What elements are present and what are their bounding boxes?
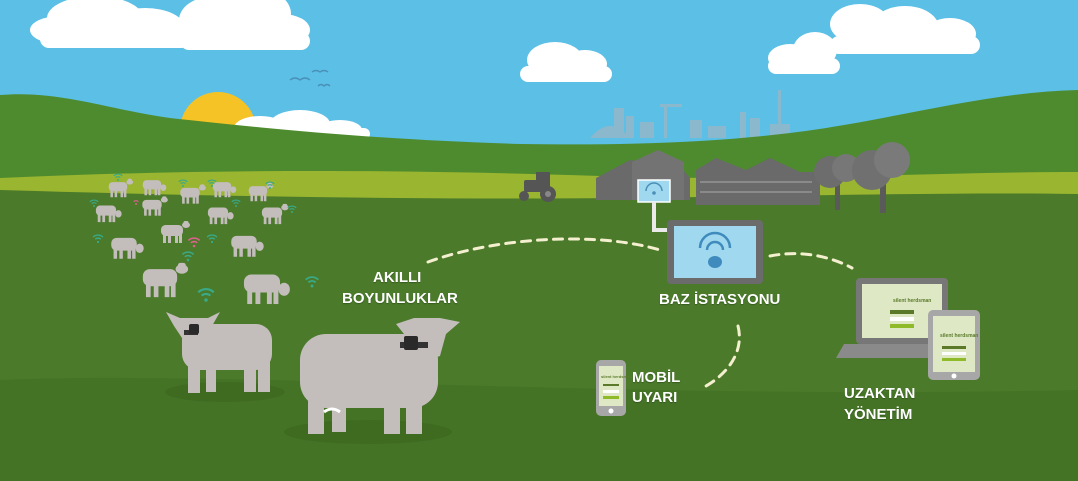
clouds bbox=[30, 0, 980, 82]
birds bbox=[289, 69, 331, 87]
cloud-2 bbox=[179, 0, 310, 50]
smart-collars-label-line2: BOYUNLUKLAR bbox=[342, 290, 458, 307]
base-station-label: BAZ İSTASYONU bbox=[659, 291, 781, 308]
mobile-alert-label-line2: UYARI bbox=[632, 389, 678, 406]
cloud-1 bbox=[30, 0, 190, 48]
remote-management-label-line2: YÖNETİM bbox=[844, 406, 913, 423]
cloud-4 bbox=[768, 32, 840, 74]
tractor bbox=[519, 172, 556, 202]
smart-collars-label-line1: AKILLI bbox=[373, 269, 422, 286]
cloud-3 bbox=[520, 42, 612, 82]
front-cow-2 bbox=[284, 318, 460, 444]
city-skyline bbox=[590, 90, 790, 138]
tablet-brand: silent herdsman bbox=[940, 333, 979, 339]
collar-signals bbox=[89, 173, 320, 303]
dashed-links bbox=[426, 237, 854, 388]
barn-wifi-box bbox=[637, 179, 672, 232]
tablet bbox=[928, 310, 980, 380]
base-station-monitor bbox=[667, 220, 763, 284]
remote-management-label-line1: UZAKTAN bbox=[844, 385, 916, 402]
phone-brand: silent herdsman bbox=[601, 374, 632, 379]
front-cow-1 bbox=[165, 312, 285, 402]
laptop-brand: silent herdsman bbox=[893, 298, 932, 304]
trees bbox=[814, 142, 910, 213]
mobile-phone bbox=[596, 360, 626, 416]
mobile-alert-label-line1: MOBİL bbox=[632, 369, 681, 386]
cloud-5 bbox=[830, 4, 980, 54]
